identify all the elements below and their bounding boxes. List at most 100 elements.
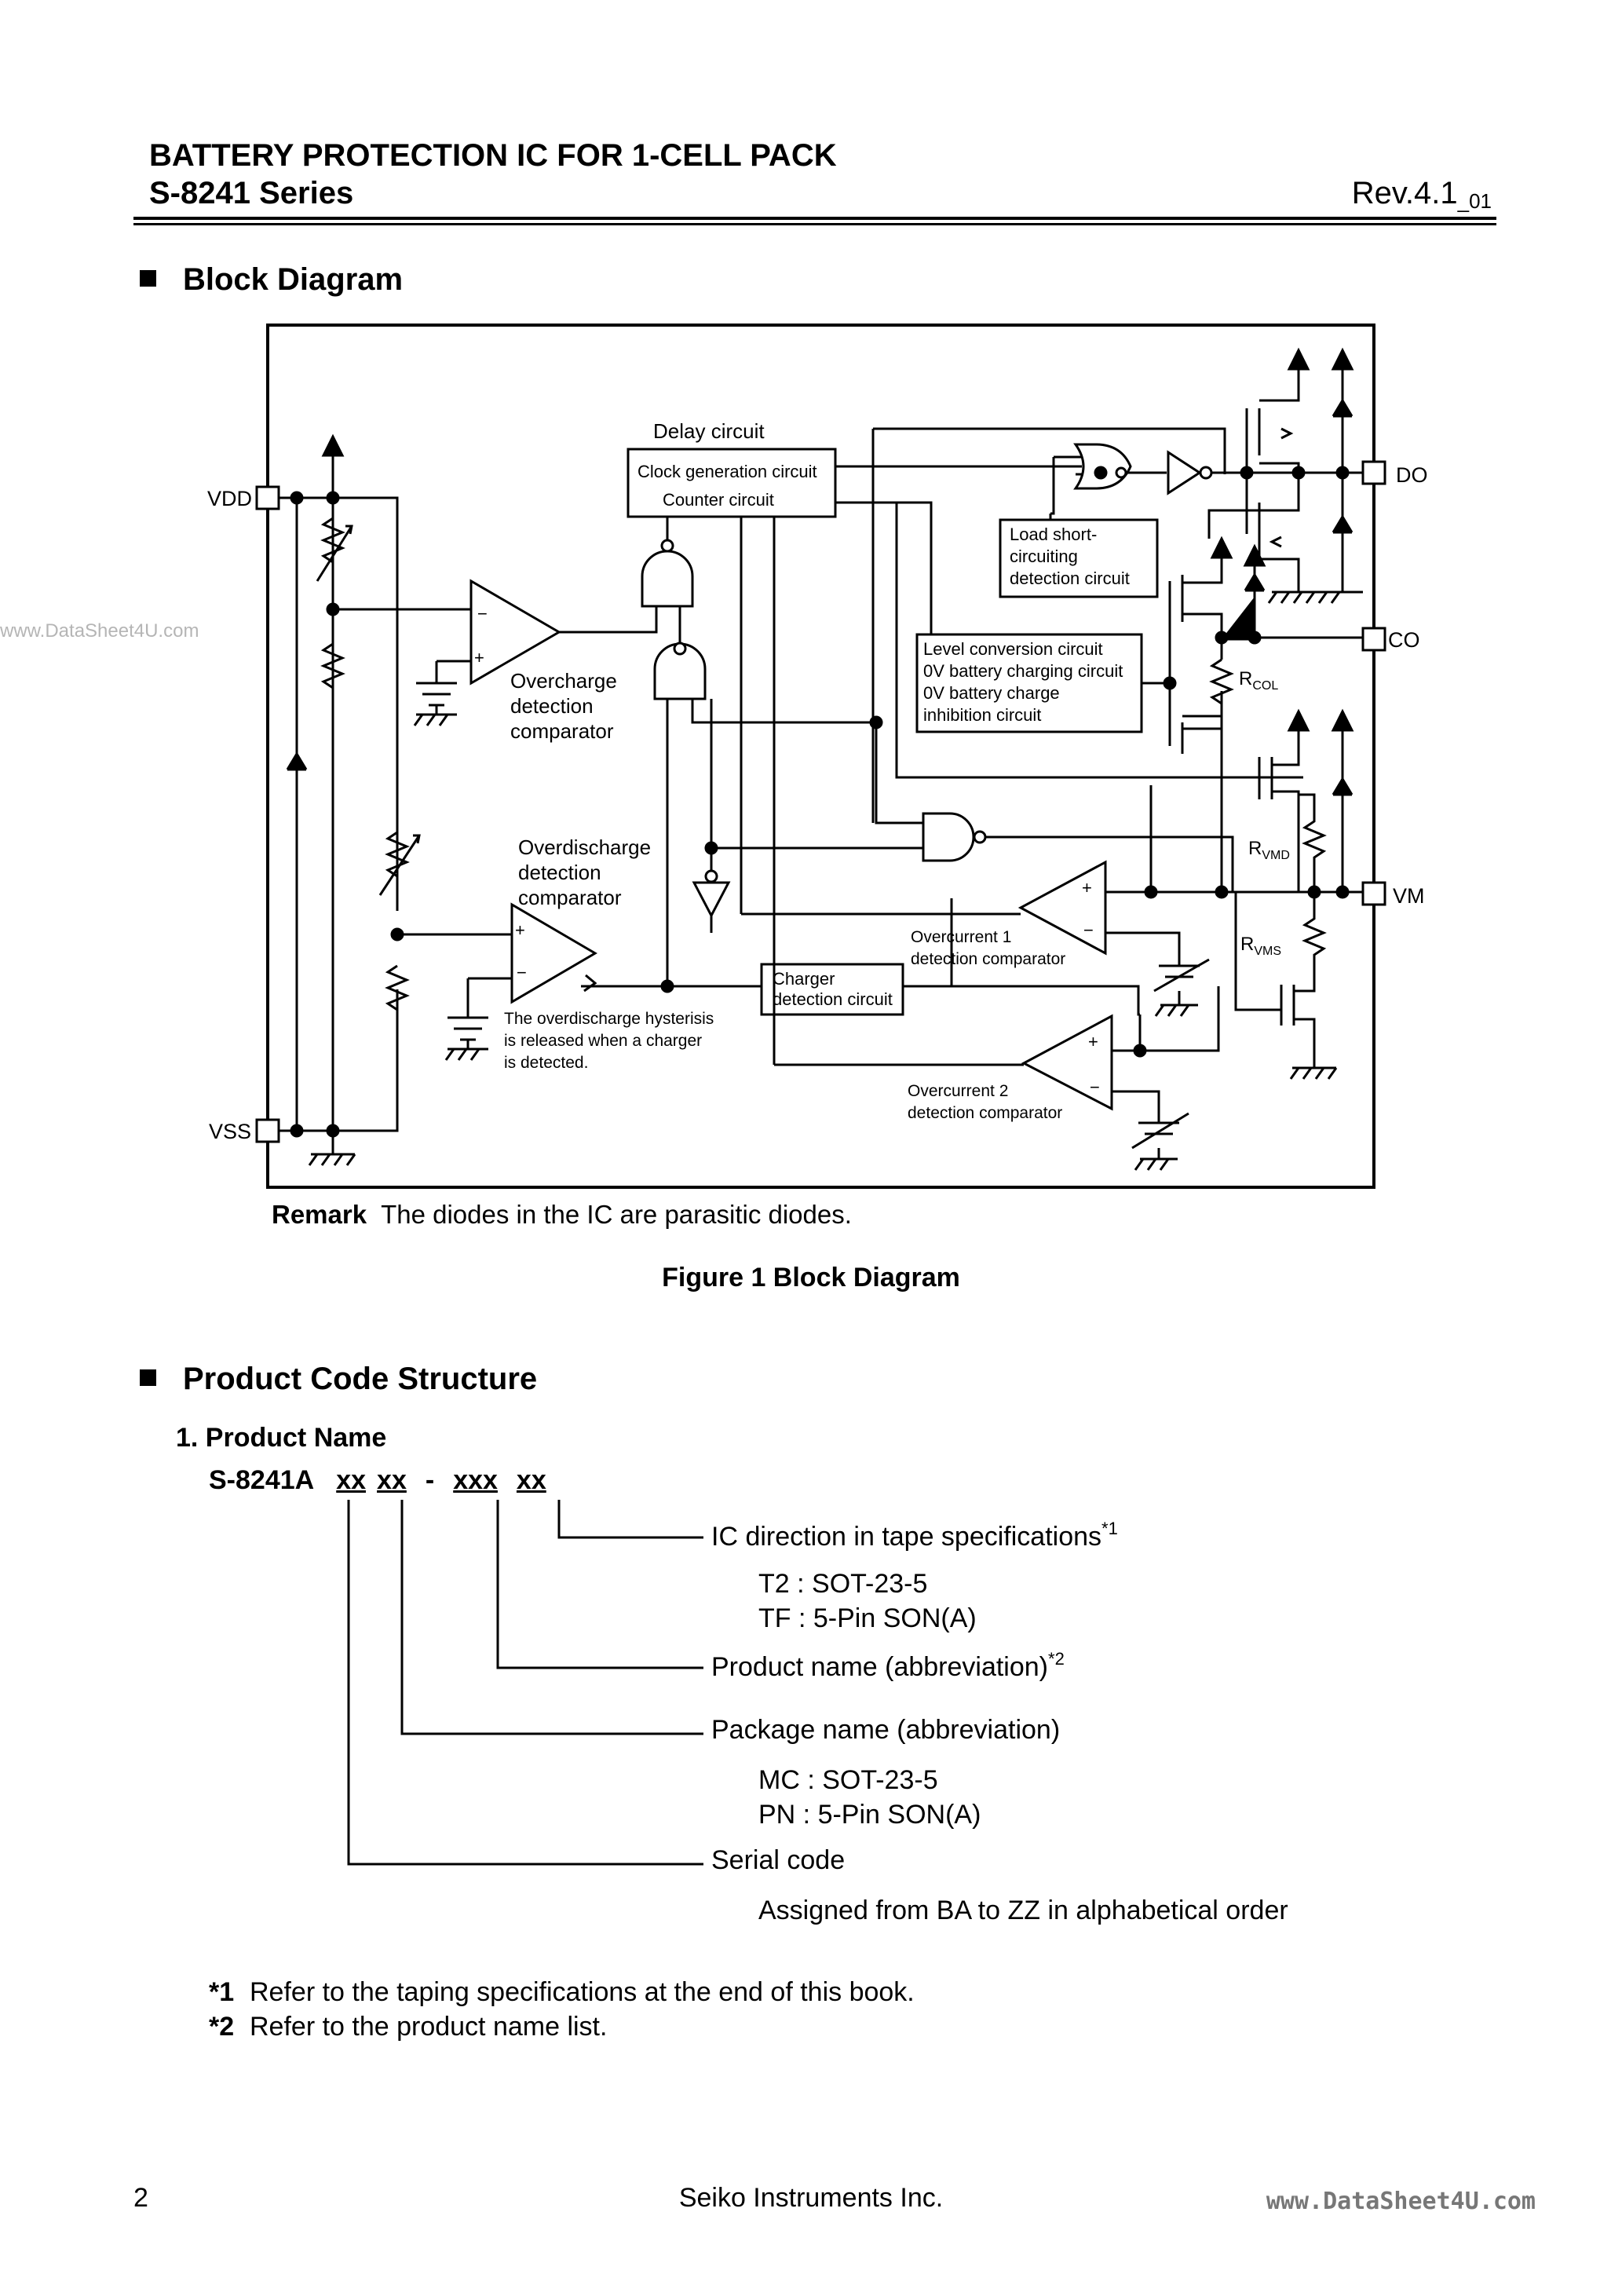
hysteresis-note-1: The overdischarge hysterisis (504, 1010, 714, 1028)
overcurrent-2-comparator (1021, 1014, 1113, 1111)
overdischarge-label-2: detection (518, 861, 601, 884)
revision-number: Rev.4.1 (1351, 176, 1458, 210)
co-pmos (1168, 558, 1223, 746)
vdd-arrow-icon (321, 433, 345, 457)
pin-vss-label: VSS (209, 1120, 251, 1143)
co-diode (1244, 572, 1266, 592)
resistor-mid (320, 642, 345, 689)
oc1-plus: + (1082, 878, 1092, 898)
vms-ground-icon (1289, 1066, 1338, 1080)
overcurrent-2-label-2: detection comparator (908, 1104, 1062, 1122)
package-name-label: Package name (abbreviation) (711, 1715, 1061, 1745)
level-conv-label-4: inhibition circuit (923, 705, 1041, 725)
vm-diode (1332, 777, 1353, 796)
section-heading-block-diagram: Block Diagram (140, 262, 403, 298)
oc2-plus: + (1088, 1032, 1098, 1051)
oc-plus: + (474, 648, 484, 667)
pin-vdd (255, 485, 280, 510)
code-package: xx (377, 1465, 407, 1495)
code-product: xxx (453, 1465, 498, 1495)
product-name-subheading: 1. Product Name (176, 1423, 387, 1453)
rcol-label: RCOL (1239, 668, 1278, 693)
adjustable-source-2 (1131, 1112, 1189, 1171)
document-title: BATTERY PROTECTION IC FOR 1-CELL PACK (149, 138, 837, 173)
company-name: Seiko Instruments Inc. (678, 2183, 944, 2213)
mc-line: MC : SOT-23-5 (758, 1765, 938, 1795)
code-prefix: S-8241A (209, 1465, 315, 1495)
ic-outline (266, 324, 1375, 1189)
pin-co (1361, 627, 1386, 652)
resistor-top-var-arrow (316, 525, 353, 582)
ic-direction-label: IC direction in tape specifications*1 (711, 1519, 1118, 1552)
pin-vdd-label: VDD (207, 487, 252, 510)
code-direction: xx (516, 1465, 546, 1495)
wire-vdd-rail (279, 496, 399, 911)
square-bullet-icon (140, 270, 156, 287)
serial-code-label: Serial code (711, 1845, 846, 1875)
clock-generation-label: Clock generation circuit (637, 462, 817, 481)
overcharge-label-2: detection (510, 694, 594, 718)
overcurrent-1-label-1: Overcurrent 1 (911, 928, 1011, 946)
overcharge-label-1: Overcharge (510, 669, 617, 693)
level-conv-label-1: Level conversion circuit (923, 639, 1103, 659)
resistor-lower (385, 831, 410, 878)
revision: Rev.4.1_01 (1352, 176, 1492, 214)
delay-circuit-box (627, 448, 837, 518)
do-diode-upper (1332, 398, 1353, 418)
header-rule-thick (133, 217, 1496, 220)
delay-circuit-label: Delay circuit (653, 419, 765, 443)
product-name-label: Product name (abbreviation)*2 (711, 1649, 1065, 1682)
ground-icon-2 (413, 705, 457, 726)
do-diode-lower (1332, 514, 1353, 534)
pin-vm-label: VM (1393, 884, 1425, 908)
load-short-label-2: circuiting (1010, 547, 1078, 566)
overdischarge-label-1: Overdischarge (518, 835, 651, 859)
adjustable-source-1 (1153, 958, 1210, 1017)
pin-vm (1361, 881, 1386, 906)
pin-co-label: CO (1388, 628, 1420, 652)
section-title: Block Diagram (183, 262, 404, 297)
code-dash: - (425, 1465, 435, 1495)
tf-line: TF : 5-Pin SON(A) (758, 1603, 977, 1633)
nand-gate-upper (641, 550, 694, 608)
resistor-bottom (385, 964, 410, 1011)
overdischarge-label-3: comparator (518, 886, 622, 909)
square-bullet-icon-2 (140, 1369, 156, 1386)
hysteresis-note-2: is released when a charger (504, 1032, 702, 1050)
figure-caption: Figure 1 Block Diagram (662, 1263, 960, 1292)
inverter-icon (692, 881, 731, 919)
nand-gate-output (922, 812, 975, 862)
overdischarge-comparator (510, 902, 597, 1004)
rvmd-label: RVMD (1248, 838, 1290, 862)
oc2-minus: − (1090, 1077, 1100, 1097)
charger-label-1: Charger (773, 969, 835, 989)
charger-detection-box (760, 963, 904, 1016)
resistor-rvmd (1302, 798, 1327, 892)
ground-icon (308, 1131, 356, 1166)
load-short-label-1: Load short- (1010, 525, 1097, 544)
revision-sub: _01 (1457, 189, 1492, 213)
section-heading-product-code: Product Code Structure (140, 1362, 537, 1397)
oc1-minus: − (1083, 920, 1094, 940)
do-nmos (1258, 473, 1300, 581)
footer-watermark: www.DataSheet4U.com (1266, 2188, 1536, 2215)
resistor-rvms (1302, 892, 1327, 982)
pin-do (1361, 460, 1386, 485)
oc-minus: − (477, 604, 488, 623)
page-number: 2 (133, 2183, 148, 2213)
overcurrent-2-label-1: Overcurrent 2 (908, 1082, 1008, 1100)
ground-icon-3 (444, 1040, 488, 1061)
od-minus: − (517, 963, 527, 982)
resistor-top (320, 517, 345, 564)
remark-label: Remark (272, 1200, 367, 1229)
wire-vss-rail (279, 989, 399, 1132)
watermark-left: www.DataSheet4U.com (0, 620, 199, 642)
level-conv-label-3: 0V battery charge (923, 683, 1060, 703)
hysteresis-note-3: is detected. (504, 1054, 588, 1072)
resistor-lower-var-arrow (378, 834, 421, 896)
load-short-label-3: detection circuit (1010, 569, 1130, 588)
